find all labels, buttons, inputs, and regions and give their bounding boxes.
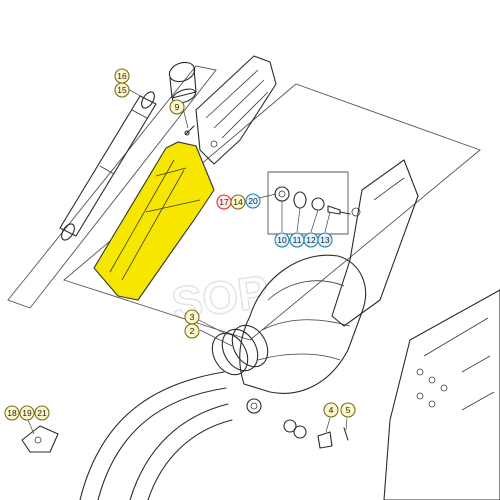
callout-14[interactable]: 14: [230, 194, 246, 210]
callout-21[interactable]: 21: [34, 405, 50, 421]
callout-3-label: 3: [190, 312, 195, 322]
callout-4[interactable]: 4: [323, 402, 339, 418]
heat-shield-highlighted: [93, 141, 215, 301]
callout-3[interactable]: 3: [184, 309, 200, 325]
silencer-body: [195, 55, 277, 165]
callout-5-label: 5: [346, 405, 351, 415]
callout-10[interactable]: 10: [274, 232, 290, 248]
callout-19[interactable]: 19: [19, 405, 35, 421]
callout-9-label: 9: [175, 102, 180, 112]
watermark: SOP: [168, 265, 271, 330]
callout-4-label: 4: [329, 405, 334, 415]
header-pipes: [79, 371, 233, 500]
callout-16[interactable]: 16: [114, 68, 130, 84]
mounting-bracket: [331, 159, 419, 327]
callout-20[interactable]: 20: [245, 193, 261, 209]
callout-9[interactable]: 9: [169, 99, 185, 115]
callout-11[interactable]: 11: [289, 232, 305, 248]
callout-12-label: 12: [306, 235, 316, 245]
callout-19-label: 19: [22, 408, 32, 418]
callout-12[interactable]: 12: [303, 232, 319, 248]
lower-hardware: [246, 398, 349, 449]
frame-panel: [383, 289, 500, 500]
callout-17[interactable]: 17: [216, 194, 232, 210]
heat-shield: [93, 141, 215, 301]
callout-18[interactable]: 18: [4, 405, 20, 421]
callout-17-label: 17: [219, 197, 229, 207]
callout-15[interactable]: 15: [114, 82, 130, 98]
callout-14-label: 14: [233, 197, 243, 207]
callout-18-label: 18: [7, 408, 17, 418]
pipe-clamp: [168, 61, 197, 104]
callout-5[interactable]: 5: [340, 402, 356, 418]
footrest-bracket: [21, 425, 59, 453]
callout-20-label: 20: [248, 196, 258, 206]
screw: [184, 125, 195, 136]
callout-2[interactable]: 2: [184, 323, 200, 339]
gasket-rings: [211, 324, 269, 376]
callout-10-label: 10: [277, 235, 287, 245]
callout-2-label: 2: [190, 326, 195, 336]
callout-15-label: 15: [117, 85, 127, 95]
mounting-hardware: [274, 186, 351, 215]
callout-16-label: 16: [117, 71, 127, 81]
callout-13-label: 13: [320, 235, 330, 245]
callout-11-label: 11: [293, 235, 302, 245]
link-pipe: [59, 91, 157, 241]
callout-13[interactable]: 13: [317, 232, 333, 248]
callout-21-label: 21: [37, 408, 47, 418]
